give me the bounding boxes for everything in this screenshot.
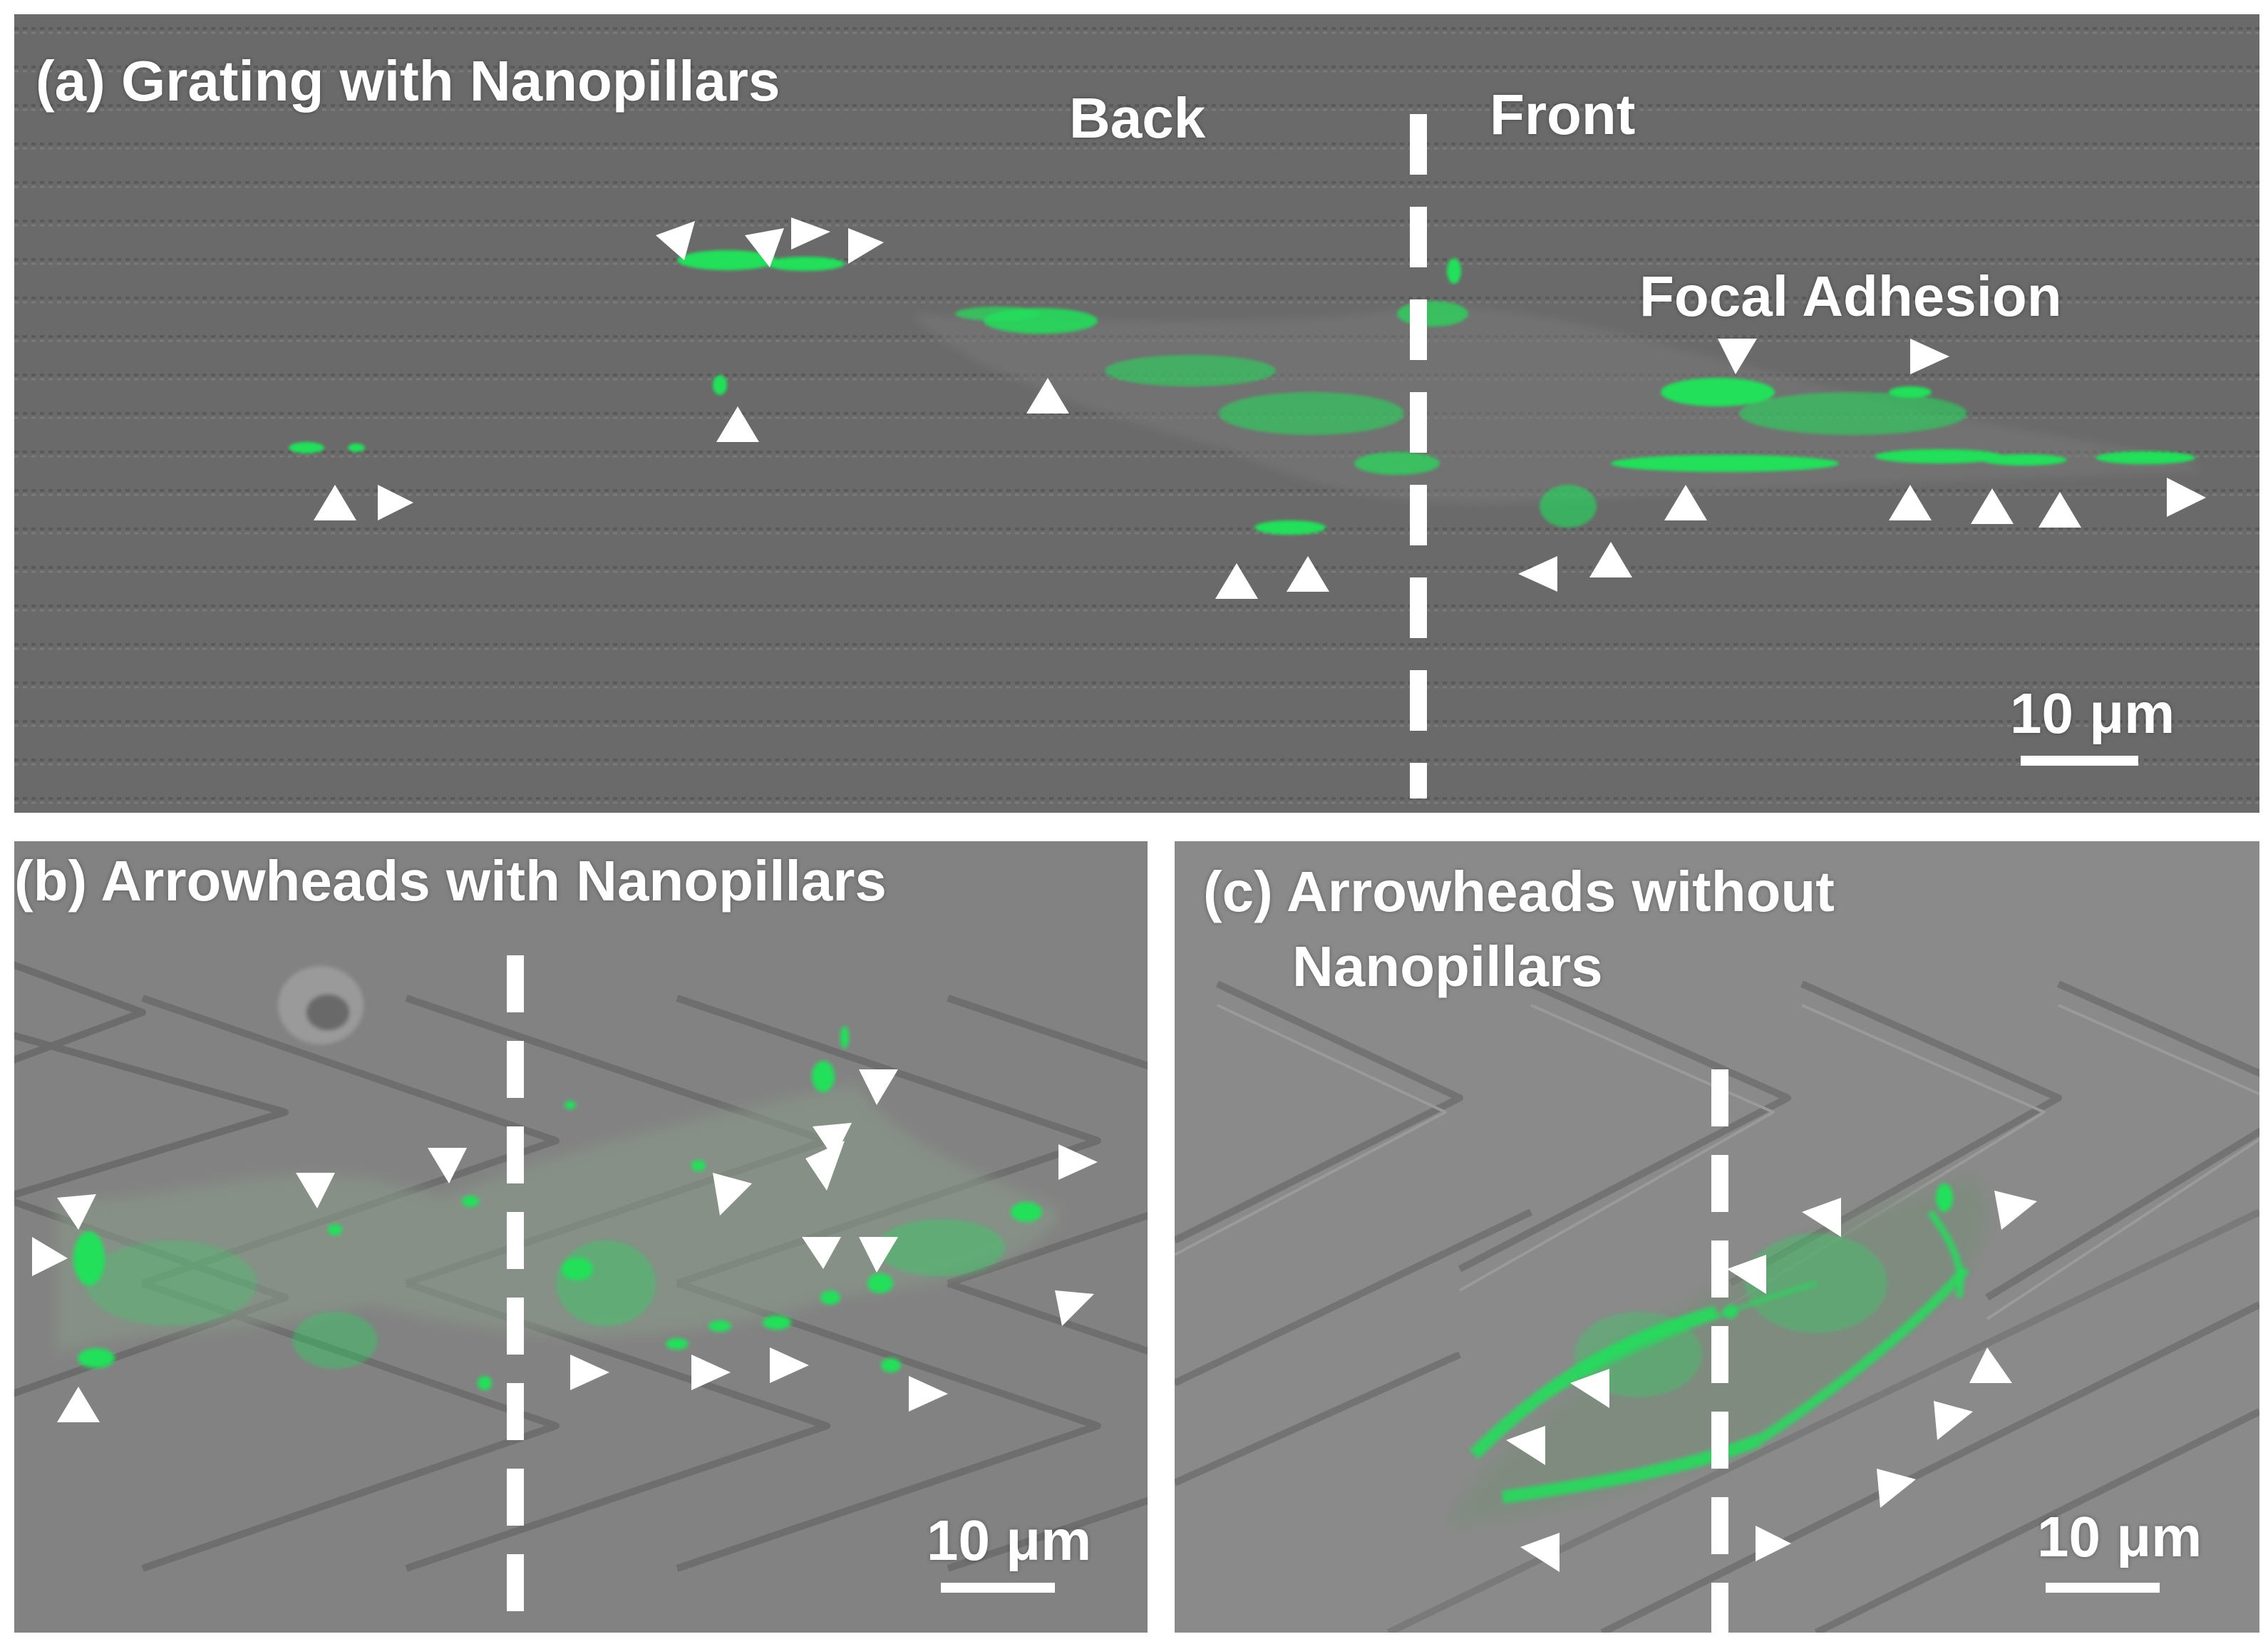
panel-b-scalebar-label: 10 μm [927,1509,1092,1572]
panel-a: (a) Grating with Nanopillars Back Front … [14,14,2259,813]
panel-a-scalebar-label: 10 μm [2010,682,2175,745]
panel-b: (b) Arrowheads with Nanopillars 10 μm [14,841,1148,1633]
panel-a-micrograph [14,14,2259,813]
panel-a-title: (a) Grating with Nanopillars [36,49,780,113]
panel-a-scalebar [2021,756,2138,766]
panel-c-scalebar [2046,1583,2160,1593]
panel-c-micrograph [1175,841,2259,1633]
front-label: Front [1490,83,1636,146]
panel-b-scalebar [941,1583,1055,1593]
panel-c-scalebar-label: 10 μm [2037,1505,2202,1568]
panel-c-title-line2: Nanopillars [1292,935,1603,998]
panel-b-title: (b) Arrowheads with Nanopillars [14,849,887,913]
panel-c-title-line1: (c) Arrowheads without [1203,860,1835,923]
back-label: Back [1069,86,1206,150]
panel-c: (c) Arrowheads without Nanopillars 10 μm [1175,841,2259,1633]
focal-adhesion-label: Focal Adhesion [1639,264,2062,328]
panel-b-micrograph [14,841,1148,1633]
